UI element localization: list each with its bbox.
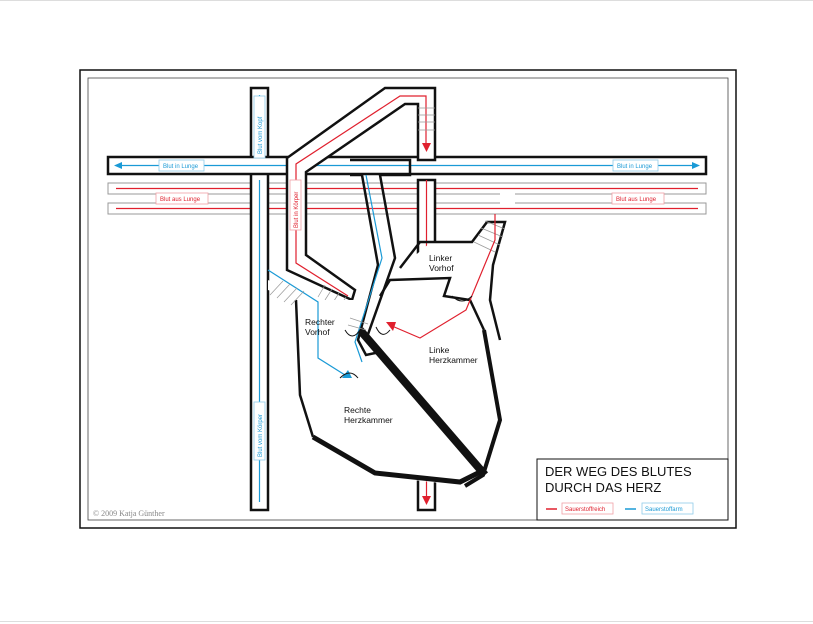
arrow-icon xyxy=(386,322,396,331)
label-left-atrium-2: Vorhof xyxy=(429,263,454,273)
heart xyxy=(267,158,507,488)
svg-text:Blut in Körper: Blut in Körper xyxy=(294,192,300,228)
arrow-icon xyxy=(342,370,352,378)
label-left-ventricle-1: Linke xyxy=(429,345,450,355)
svg-text:Blut vom Körper: Blut vom Körper xyxy=(258,414,264,457)
inner-frame xyxy=(87,77,729,521)
label-right-ventricle-1: Rechte xyxy=(344,405,371,415)
label-left-atrium-1: Linker xyxy=(429,253,452,263)
svg-text:Blut vom Kopf: Blut vom Kopf xyxy=(258,116,264,154)
svg-text:Blut aus Lunge: Blut aus Lunge xyxy=(160,197,201,203)
label-left-ventricle-2: Herzkammer xyxy=(429,355,478,365)
label-blood-to-body: Blut in Körper xyxy=(289,179,302,231)
copyright: © 2009 Katja Günther xyxy=(93,509,165,518)
svg-text:Blut in Lunge: Blut in Lunge xyxy=(163,164,199,170)
pulmonary-artery-pipe xyxy=(106,155,708,176)
label-blood-from-body: Blut vom Körper xyxy=(253,401,266,461)
aortic-arch xyxy=(285,86,437,309)
label-right-ventricle-2: Herzkammer xyxy=(344,415,393,425)
label-blood-to-lung-left: Blut in Lunge xyxy=(158,159,205,172)
legend-label-oxygen-rich: Sauerstoffreich xyxy=(565,507,605,513)
arrow-down-icon xyxy=(422,143,431,152)
title-line-1: DER WEG DES BLUTES xyxy=(545,464,692,479)
page-top-divider xyxy=(0,0,813,1)
label-blood-from-lung-left: Blut aus Lunge xyxy=(155,192,209,205)
legend-label-oxygen-poor: Sauerstoffarm xyxy=(645,507,683,513)
title-line-2: DURCH DAS HERZ xyxy=(545,480,661,495)
label-right-atrium-2: Vorhof xyxy=(305,327,330,337)
arrow-left-icon xyxy=(114,162,122,169)
label-right-atrium-1: Rechter xyxy=(305,317,335,327)
page-bottom-divider xyxy=(0,621,813,622)
svg-text:Blut in Lunge: Blut in Lunge xyxy=(617,164,653,170)
arrow-right-icon xyxy=(692,162,700,169)
label-blood-from-lung-right: Blut aus Lunge xyxy=(611,192,665,205)
label-blood-from-head: Blut vom Kopf xyxy=(253,95,266,159)
label-blood-to-lung-right: Blut in Lunge xyxy=(612,159,659,172)
svg-text:Blut aus Lunge: Blut aus Lunge xyxy=(616,197,657,203)
pulmonary-vein-tubes xyxy=(107,182,707,215)
arrow-down-icon xyxy=(422,496,431,505)
title-legend-box: DER WEG DES BLUTES DURCH DAS HERZ Sauers… xyxy=(536,458,729,521)
septum xyxy=(356,327,489,478)
